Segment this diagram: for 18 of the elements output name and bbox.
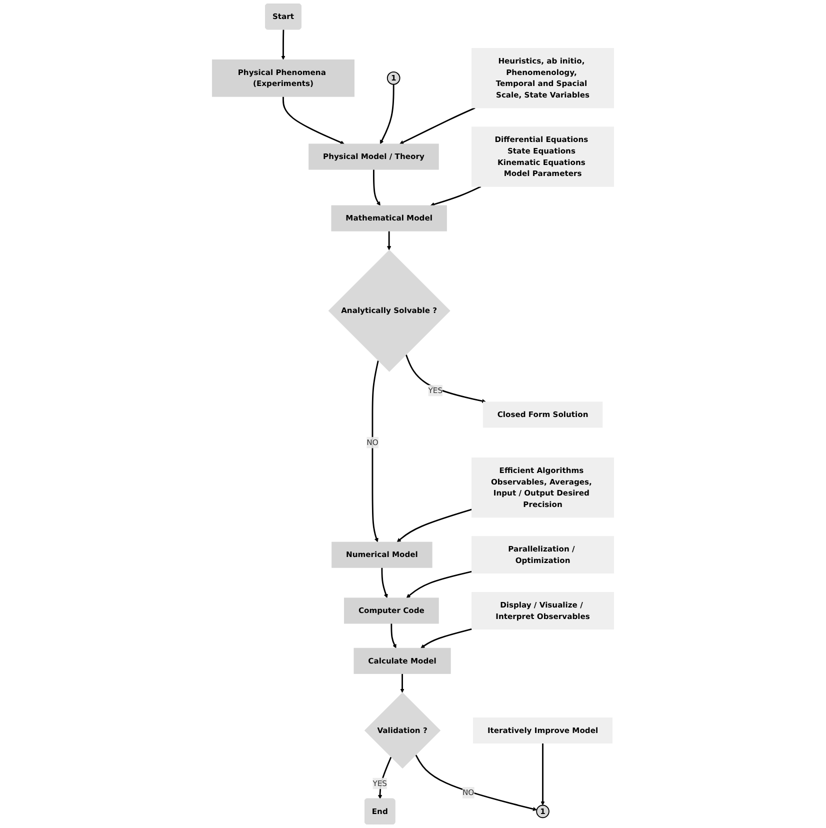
arrow <box>396 508 472 542</box>
arrow <box>540 743 545 806</box>
arrow <box>378 756 392 800</box>
arrow <box>373 170 380 206</box>
arrow <box>406 570 472 598</box>
arrow <box>380 84 394 144</box>
arrow <box>282 96 344 144</box>
arrow <box>405 354 486 404</box>
arrow <box>281 30 286 60</box>
arrow <box>400 674 404 693</box>
arrow <box>399 107 476 144</box>
arrow <box>386 231 392 250</box>
arrow <box>420 628 472 648</box>
arrow <box>381 568 388 598</box>
arrow <box>430 186 482 206</box>
arrow <box>372 360 379 542</box>
arrow <box>415 754 537 812</box>
arrow <box>390 624 396 648</box>
